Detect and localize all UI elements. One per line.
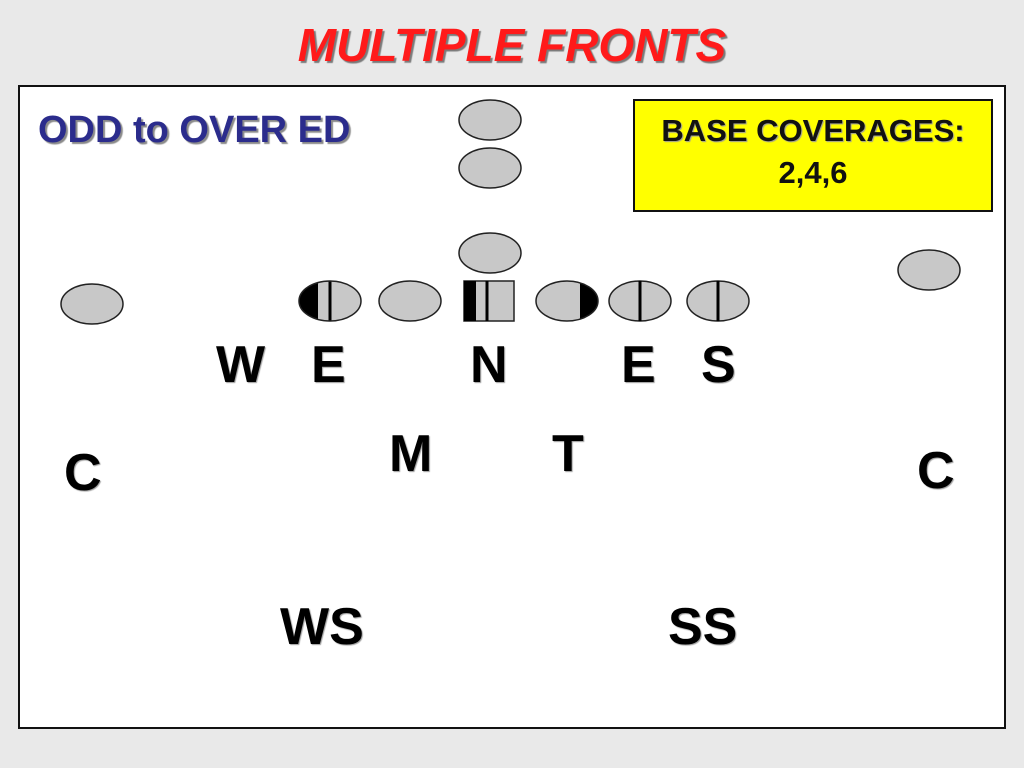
defender-n-label: N bbox=[470, 336, 508, 394]
left-guard-icon bbox=[378, 280, 442, 322]
play-diagram-field: ODD to OVER ED BASE COVERAGES: 2,4,6 bbox=[18, 85, 1006, 729]
fullback-player-icon bbox=[458, 147, 522, 189]
defender-ss-label: SS bbox=[668, 598, 738, 656]
right-tackle-icon bbox=[608, 280, 672, 322]
defender-t-label: T bbox=[552, 425, 584, 483]
defender-s-label: S bbox=[701, 336, 736, 394]
center-icon bbox=[463, 280, 515, 322]
coverage-box: BASE COVERAGES: 2,4,6 bbox=[633, 99, 993, 212]
left-tackle-icon bbox=[298, 280, 362, 322]
defender-c-right-label: C bbox=[917, 442, 955, 500]
defender-w-label: W bbox=[216, 336, 266, 394]
defender-m-label: M bbox=[389, 425, 433, 483]
defender-e-right-label: E bbox=[621, 336, 656, 394]
right-receiver-icon bbox=[897, 249, 961, 291]
tight-end-icon bbox=[686, 280, 750, 322]
coverage-heading: BASE COVERAGES: bbox=[661, 113, 965, 148]
front-label: ODD to OVER ED bbox=[38, 109, 351, 151]
tailback-player-icon bbox=[458, 232, 522, 274]
defender-e-left-label: E bbox=[311, 336, 346, 394]
right-guard-icon bbox=[535, 280, 599, 322]
slide-title: MULTIPLE FRONTS bbox=[297, 19, 727, 71]
qb-player-icon bbox=[458, 99, 522, 141]
defender-ws-label: WS bbox=[280, 598, 364, 656]
coverage-values: 2,4,6 bbox=[778, 155, 848, 190]
left-receiver-icon bbox=[60, 283, 124, 325]
defender-c-left-label: C bbox=[64, 444, 102, 502]
